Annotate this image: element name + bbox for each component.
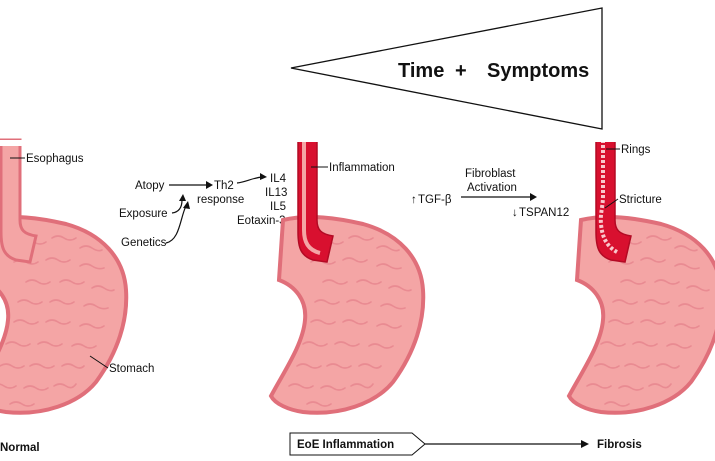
fibroblast-pathway: Fibroblast Activation ↑ TGF-β ↓ TSPAN12 [411,168,569,219]
inflammation-label: Inflammation [329,162,395,174]
esophagus-callout: Esophagus [10,153,84,165]
tgf-beta-label: TGF-β [418,194,452,206]
eoe-stomach-illustration [269,138,426,415]
fibrosis-stomach-illustration [567,138,715,415]
cytokine-il5: IL5 [270,201,286,213]
stage-eoe-label: EoE Inflammation [297,439,394,451]
banner-time: Time [398,60,444,82]
atopy-label: Atopy [135,180,165,192]
esophagus-label: Esophagus [26,153,84,165]
stomach-label: Stomach [109,363,154,375]
tspan-down-arrow: ↓ [512,207,518,219]
rings-label: Rings [621,144,651,156]
tspan12-label: TSPAN12 [519,207,569,219]
stricture-callout: Stricture [604,194,662,209]
fibroblast-label-line2: Activation [467,182,517,194]
progression-timeline: EoE Inflammation Fibrosis [289,432,642,456]
banner-plus: + [455,60,467,82]
immune-pathway: Atopy Exposure Genetics Th2 response IL4… [119,173,287,249]
th2-label-line1: Th2 [214,180,234,192]
time-symptoms-wedge: Time + Symptoms [290,7,603,130]
banner-symptoms: Symptoms [487,60,589,82]
exposure-label: Exposure [119,208,168,220]
tgf-up-arrow: ↑ [411,194,417,206]
cytokine-il13: IL13 [265,187,287,199]
stricture-label: Stricture [619,194,662,206]
cytokine-il4: IL4 [270,173,287,185]
cytokine-eotaxin3: Eotaxin-3 [237,215,286,227]
stage-normal-label: Normal [0,442,40,454]
stomach-callout: Stomach [89,355,154,375]
th2-label-line2: response [197,194,244,206]
inflammation-callout: Inflammation [311,162,395,174]
fibroblast-label-line1: Fibroblast [465,168,516,180]
stage-fibrosis-label: Fibrosis [597,439,642,451]
normal-stomach-illustration [0,138,129,415]
rings-callout: Rings [606,144,651,156]
genetics-label: Genetics [121,237,167,249]
